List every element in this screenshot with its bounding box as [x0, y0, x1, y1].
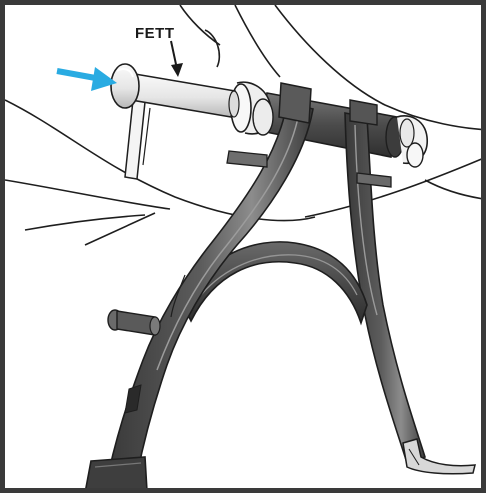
grease-label: FETT — [135, 25, 175, 42]
frame-rod — [124, 99, 151, 180]
grease-callout: FETT — [135, 25, 183, 77]
center-stand-illustration: FETT — [5, 5, 481, 488]
stand-left-bracket — [226, 82, 312, 168]
stand-arch — [182, 241, 368, 326]
stand-right-leg — [344, 99, 426, 465]
grease-pointer-head — [171, 63, 183, 77]
stand-right-foot — [402, 438, 476, 475]
pivot-pin — [110, 63, 274, 136]
stand-left-foot — [85, 456, 148, 488]
vehicle-body-outline — [5, 5, 481, 246]
right-bushing — [396, 115, 428, 168]
spring-hook-pin — [107, 309, 161, 336]
insert-direction-arrow — [56, 67, 117, 91]
